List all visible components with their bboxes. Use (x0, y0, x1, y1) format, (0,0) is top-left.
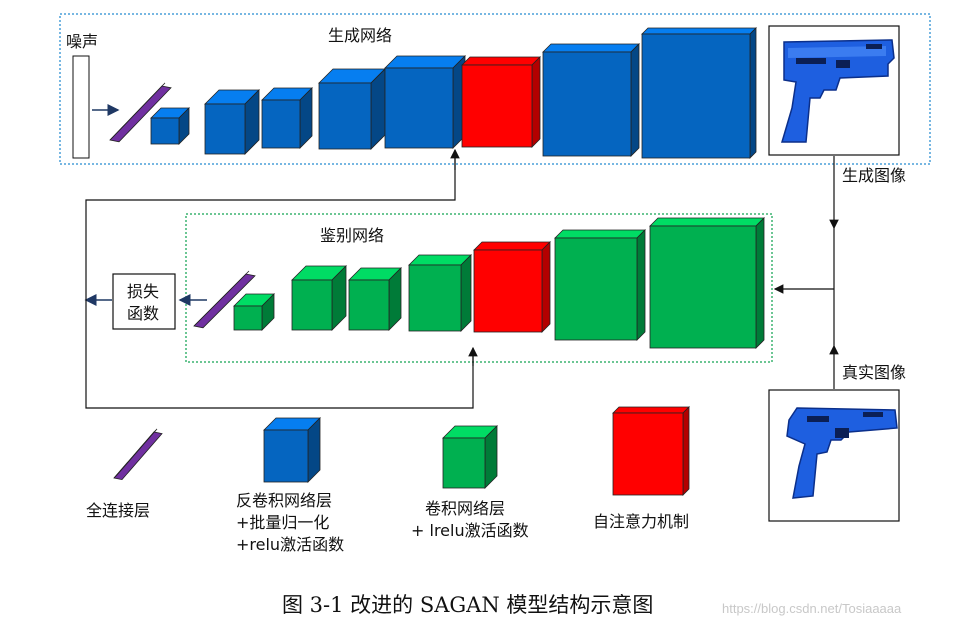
discriminator-conv-block-3 (349, 268, 401, 330)
legend-conv-line1: 卷积网络层 (425, 499, 505, 518)
legend-deconv-line1: 反卷积网络层 (236, 491, 332, 510)
legend-conv-symbol (443, 426, 497, 488)
generator-attention-block (462, 57, 540, 147)
legend-attention-label: 自注意力机制 (593, 512, 689, 531)
legend-fc-symbol (114, 429, 162, 480)
legend-attention-symbol (613, 407, 689, 495)
discriminator-conv-block-5 (555, 230, 645, 340)
noise-vector (73, 56, 89, 158)
figure-caption: 图 3-1 改进的 SAGAN 模型结构示意图 (282, 593, 653, 617)
generator-deconv-block-3 (262, 88, 312, 148)
generator-deconv-block-5 (385, 56, 465, 148)
generator-deconv-block-6 (543, 44, 639, 156)
generator-deconv-block-4 (319, 69, 385, 149)
generator-deconv-block-7 (642, 28, 756, 158)
discriminator-attention-block (474, 242, 550, 332)
legend-fc-label: 全连接层 (86, 501, 150, 520)
legend-deconv-line2: +批量归一化 (236, 513, 329, 532)
discriminator-conv-block-4 (409, 255, 471, 331)
watermark: https://blog.csdn.net/Tosiaaaaa (722, 601, 902, 616)
generator-deconv-block-2 (205, 90, 259, 154)
discriminator-conv-block-1 (234, 294, 274, 330)
legend-deconv-symbol (264, 418, 320, 482)
generator-deconv-block-1 (151, 108, 189, 144)
loss-label-line1: 损失 (127, 282, 159, 301)
noise-label: 噪声 (66, 32, 98, 51)
generated-image-label: 生成图像 (842, 166, 906, 185)
discriminator-label: 鉴别网络 (320, 226, 384, 245)
legend-deconv-line3: +relu激活函数 (236, 535, 344, 554)
discriminator-conv-block-6 (650, 218, 764, 348)
discriminator-conv-block-2 (292, 266, 346, 330)
loss-label-line2: 函数 (127, 304, 159, 323)
legend-conv-line2: + lrelu激活函数 (411, 521, 529, 540)
real-image-label: 真实图像 (842, 363, 906, 382)
generator-label: 生成网络 (328, 26, 392, 45)
